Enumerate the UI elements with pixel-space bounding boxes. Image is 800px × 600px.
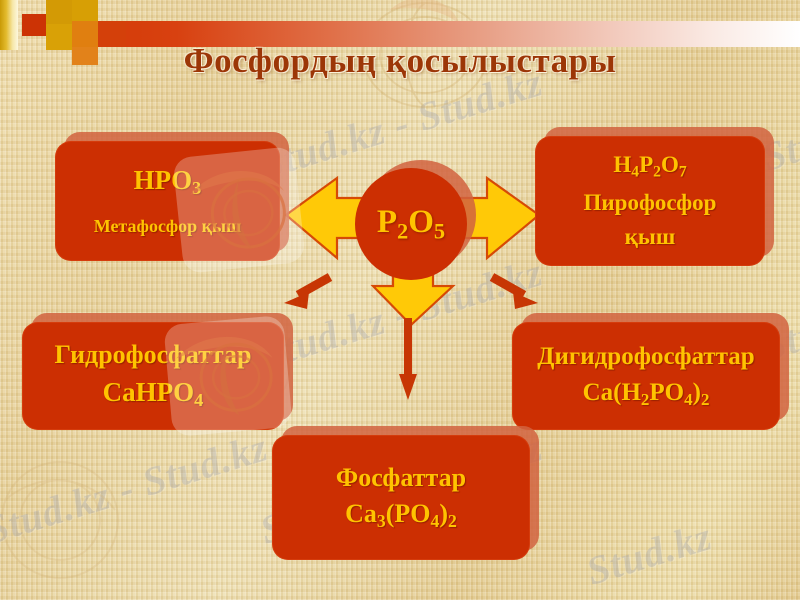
node-formula: HPO3 — [133, 164, 202, 199]
decor-block-gold — [72, 0, 98, 21]
node-phosphates[interactable]: Фосфаттар Ca3(PO4)2 — [272, 426, 539, 560]
arrow-down-thin — [399, 318, 417, 400]
decor-block-gold — [46, 24, 72, 50]
center-node-formula: P2O5 — [376, 203, 446, 244]
node-body: HPO3 Метафосфор қыш — [55, 141, 280, 261]
node-formula: Ca3(PO4)2 — [345, 499, 457, 532]
node-metaphosphoric-acid[interactable]: HPO3 Метафосфор қыш — [55, 132, 289, 261]
node-formula: CaHPO4 — [102, 376, 204, 411]
node-body: H4P2O7 Пирофосфор қыш — [535, 136, 765, 266]
node-label-2: қыш — [624, 224, 676, 250]
arrow-diagonal-left — [284, 273, 333, 309]
node-label: Гидрофосфаттар — [54, 340, 252, 370]
decor-block-gold-bar — [0, 0, 18, 50]
node-pyrophosphoric-acid[interactable]: H4P2O7 Пирофосфор қыш — [535, 127, 774, 266]
node-dihydrophosphates[interactable]: Дигидрофосфаттар Ca(H2PO4)2 — [512, 313, 789, 430]
header-accent-bar — [75, 21, 800, 47]
node-formula: H4P2O7 — [613, 152, 687, 181]
node-hydrophosphates[interactable]: Гидрофосфаттар CaHPO4 — [22, 313, 293, 430]
decor-block-red-small — [22, 14, 46, 36]
decor-block-red — [98, 21, 126, 47]
decor-block-orange — [72, 21, 98, 47]
node-body: Гидрофосфаттар CaHPO4 — [22, 322, 284, 430]
node-label: Дигидрофосфаттар — [537, 343, 755, 371]
node-label: Фосфаттар — [335, 462, 467, 492]
decor-block-orange — [72, 47, 98, 65]
slide-title: Фосфордың қосылыстары — [183, 41, 617, 80]
node-label: Метафосфор қыш — [93, 215, 242, 236]
node-body: Фосфаттар Ca3(PO4)2 — [272, 435, 530, 560]
arrow-diagonal-right — [489, 273, 538, 309]
node-body: Дигидрофосфаттар Ca(H2PO4)2 — [512, 322, 780, 430]
node-formula: Ca(H2PO4)2 — [582, 378, 710, 409]
decor-block-gold — [46, 0, 72, 24]
center-node-p2o5[interactable]: P2O5 — [355, 168, 467, 280]
node-label: Пирофосфор — [583, 190, 717, 216]
